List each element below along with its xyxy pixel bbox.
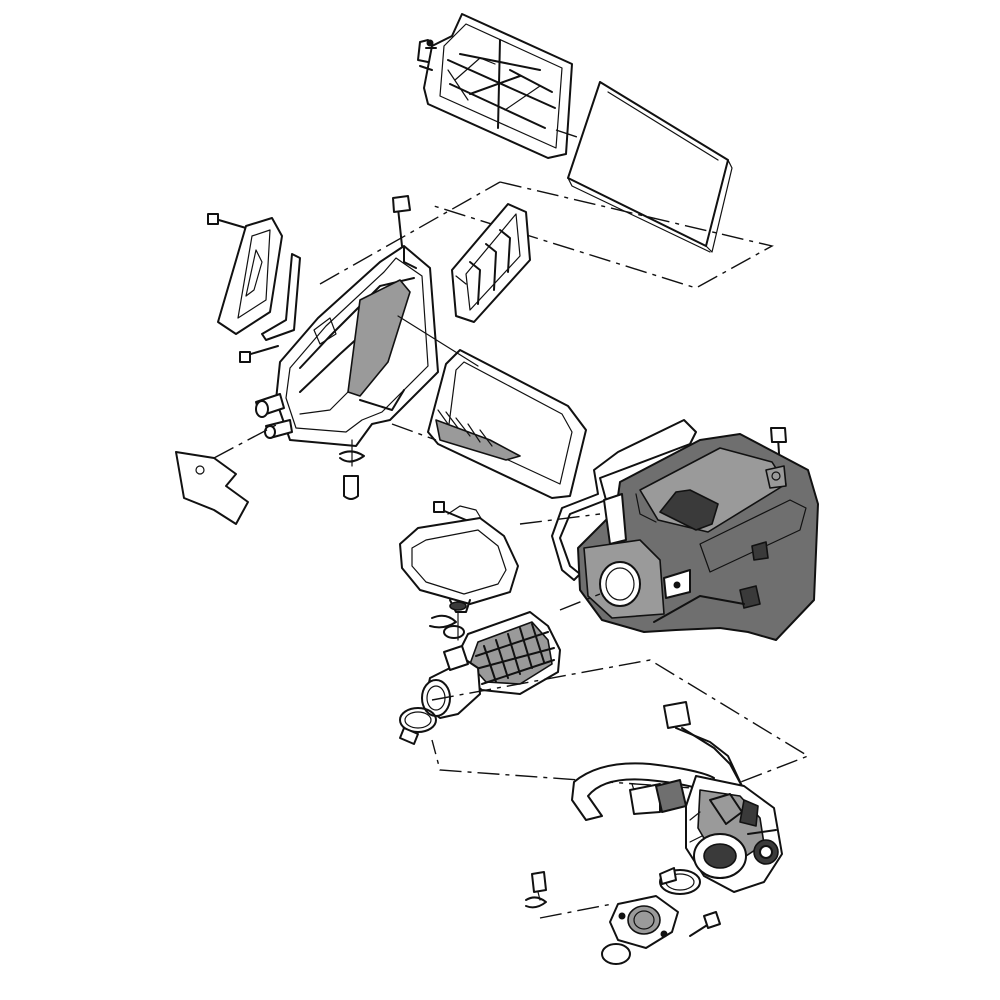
resonator-chamber xyxy=(399,505,519,613)
air-filter-element xyxy=(567,81,733,253)
airbox-cover xyxy=(255,245,439,447)
intake-boot xyxy=(421,611,561,719)
o-ring-small xyxy=(443,625,465,639)
filter-screen xyxy=(427,349,587,499)
throttle-body xyxy=(571,701,783,893)
airbox-housing xyxy=(577,433,819,641)
airbox-gasket xyxy=(551,419,697,581)
clip-small xyxy=(429,614,457,629)
cover-side-gasket xyxy=(261,253,301,341)
heat-shield-bracket xyxy=(175,451,249,525)
leader-cover-box xyxy=(433,181,774,289)
mounting-bolts xyxy=(689,911,721,937)
intake-manifold-adapter xyxy=(609,895,679,949)
hose-clamp xyxy=(399,707,437,745)
cover-side-plate xyxy=(217,217,283,335)
intake-duct-baffle xyxy=(451,203,531,323)
top-filter-cage xyxy=(417,13,573,159)
mounting-bolts xyxy=(207,195,787,521)
o-ring xyxy=(601,943,631,965)
hose-clamp xyxy=(659,867,701,895)
drain-plug xyxy=(525,871,547,909)
drain-plug xyxy=(339,439,365,500)
